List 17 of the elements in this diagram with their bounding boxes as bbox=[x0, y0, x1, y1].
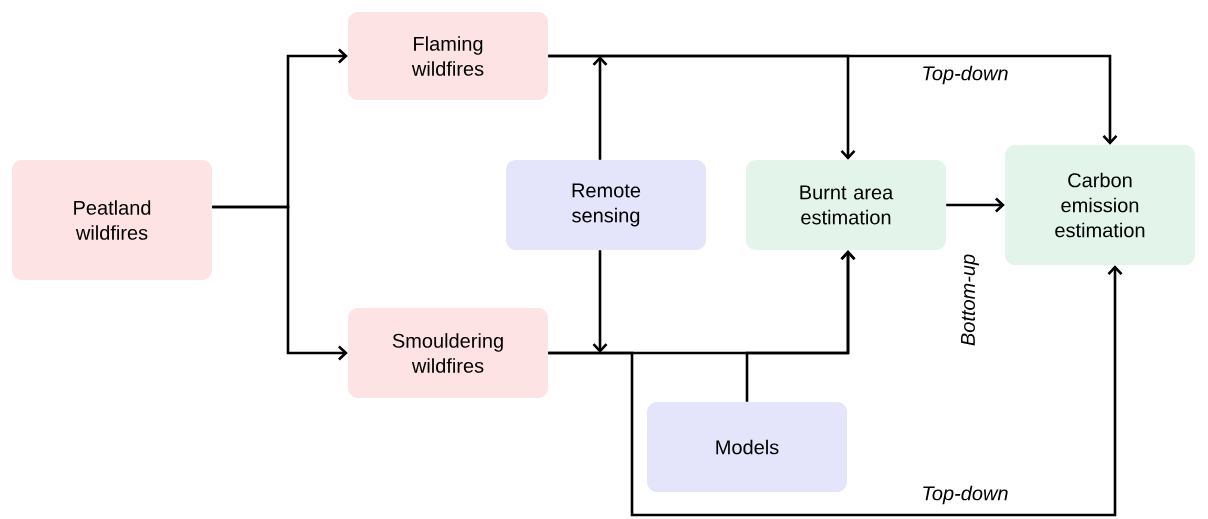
process-box: Smouldering wildfires bbox=[348, 308, 548, 398]
edge-label: Top-down bbox=[919, 63, 1011, 87]
edge-label: Top-down bbox=[919, 483, 1011, 507]
edge-label: Bottom-up bbox=[959, 251, 981, 349]
arrow bbox=[745, 250, 856, 402]
process-box: Models bbox=[647, 402, 847, 492]
process-box: Flaming wildfires bbox=[348, 12, 548, 100]
arrow bbox=[946, 197, 1005, 213]
arrow bbox=[212, 205, 348, 361]
process-box: Remote sensing bbox=[506, 160, 706, 250]
process-box: Carbon emission estimation bbox=[1005, 145, 1195, 265]
arrow bbox=[548, 265, 1123, 517]
arrow bbox=[548, 54, 1118, 145]
process-box: Burnt area estimation bbox=[746, 160, 946, 250]
arrow bbox=[592, 250, 608, 353]
process-box: Peatland wildfires bbox=[12, 160, 212, 280]
arrow bbox=[592, 56, 608, 160]
